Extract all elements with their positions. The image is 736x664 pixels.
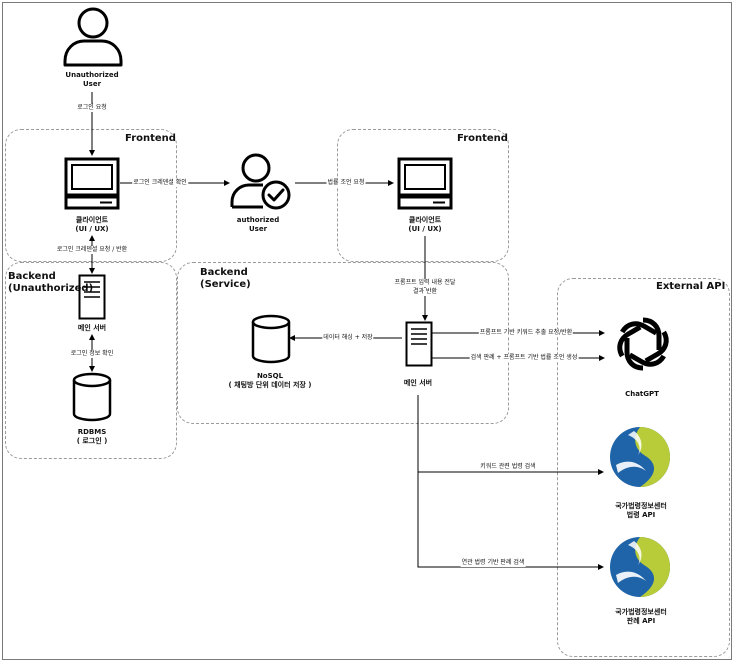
client-right-label-1: 클라이언트 xyxy=(408,216,442,224)
nosql-label-2: ( 채팅방 단위 데이터 저장 ) xyxy=(228,381,312,389)
edge-label-advice-generate: 검색 판례 + 프롬프트 기반 법률 조언 생성 xyxy=(469,354,579,362)
prec-api-label-2: 판례 API xyxy=(626,617,656,625)
main-server-right-label: 메인 서버 xyxy=(403,379,433,387)
edge-label-keyword-extract: 프롬프트 기반 키워드 추출 요청/반환 xyxy=(478,329,574,337)
prec-api-label-1: 국가법령정보센터 xyxy=(615,608,667,616)
database-icon xyxy=(72,372,112,422)
client-left-label-2: (UI / UX) xyxy=(75,225,109,233)
auth-user-label-2: User xyxy=(248,225,268,233)
edge-label-login-request: 로그인 요청 xyxy=(76,104,108,112)
edge-label-advice-request: 법률 조언 요청 xyxy=(326,179,366,187)
rdbms-label-1: RDBMS xyxy=(77,428,107,436)
client-left-label-1: 클라이언트 xyxy=(75,216,109,224)
group-title-frontend-right: Frontend xyxy=(457,133,508,144)
law-api-label-1: 국가법령정보센터 xyxy=(615,502,667,510)
chatgpt-label: ChatGPT xyxy=(625,390,659,398)
edge-label-hash-store: 데이터 해싱 + 저장 xyxy=(322,334,374,342)
edge-label-credential-confirm: 로그인 크레덴셜 확인 xyxy=(132,179,188,187)
edge-label-credential-req-resp: 로그인 크레덴셜 요청 / 반환 xyxy=(55,246,129,254)
edge-label-prec-search: 연관 법령 기반 판례 검색 xyxy=(460,559,526,567)
edge-law-search-line xyxy=(417,395,604,475)
server-icon xyxy=(78,274,106,320)
group-backend-service xyxy=(177,262,509,424)
client-right-label-2: (UI / UX) xyxy=(408,225,442,233)
server-icon xyxy=(405,321,433,367)
group-title-backend-service: Backend (Service) xyxy=(200,267,251,290)
monitor-icon xyxy=(397,157,453,210)
edge-label-prompt-forward-2: 결과 반환 xyxy=(412,288,438,296)
edge-prec-search-line xyxy=(417,472,604,570)
law-api-label-2: 법령 API xyxy=(626,511,656,519)
group-title-backend-unauth: Backend (Unauthorized) xyxy=(8,271,94,294)
group-title-external-api: External API xyxy=(656,281,726,292)
group-frontend-right xyxy=(337,129,509,262)
unauth-user-label-1: Unauthorized xyxy=(65,71,119,79)
main-server-left-label: 메인 서버 xyxy=(77,324,107,332)
law-center-logo-icon xyxy=(610,427,670,487)
group-title-frontend-left: Frontend xyxy=(125,133,176,144)
edge-label-law-search: 키워드 관련 법령 검색 xyxy=(479,463,537,471)
edge-label-prompt-forward-1: 프롬프트 입력 내용 전달 xyxy=(393,279,457,287)
group-external-api xyxy=(557,278,730,657)
unauth-user-label-2: User xyxy=(82,80,102,88)
monitor-icon xyxy=(64,157,120,210)
auth-user-label-1: authorized xyxy=(236,216,280,224)
nosql-label-1: NoSQL xyxy=(256,372,284,380)
law-center-logo-icon xyxy=(610,537,670,597)
edge-label-login-info-check: 로그인 정보 확인 xyxy=(69,350,115,358)
rdbms-label-2: ( 로그인 ) xyxy=(76,437,108,445)
database-icon xyxy=(251,314,291,364)
openai-logo-icon xyxy=(617,317,669,371)
user-icon xyxy=(63,7,123,67)
authorized-user-icon xyxy=(230,153,291,210)
